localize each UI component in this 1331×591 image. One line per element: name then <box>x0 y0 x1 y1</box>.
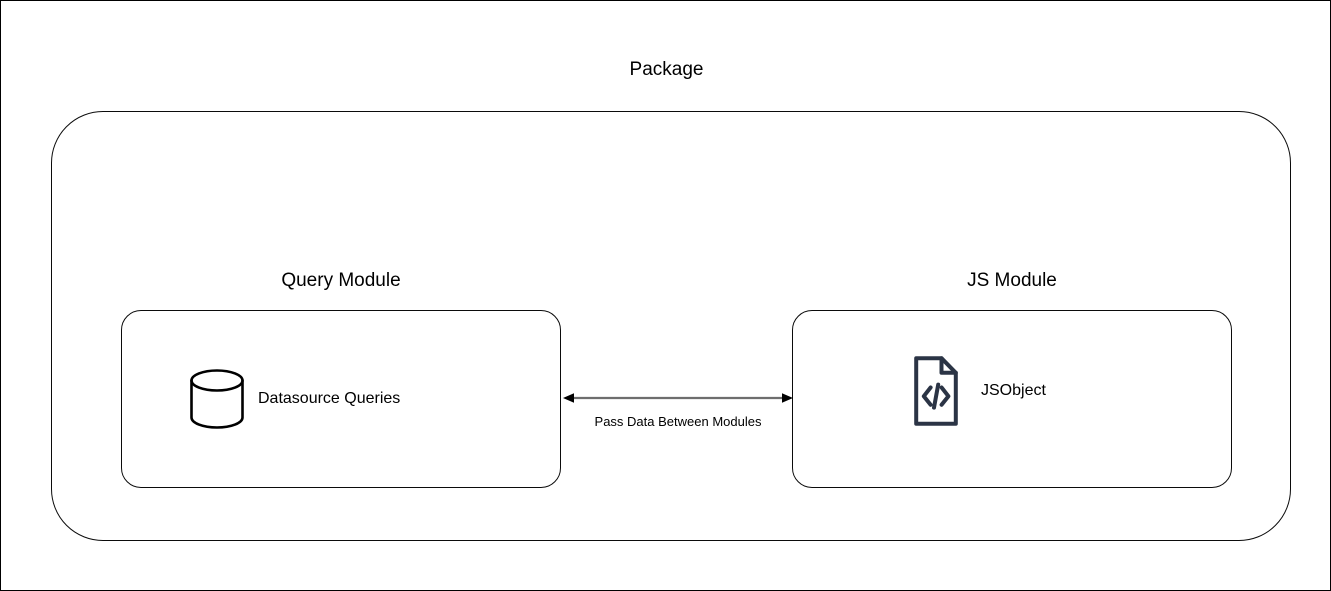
jsobject-label: JSObject <box>981 382 1046 399</box>
pass-data-connector-label: Pass Data Between Modules <box>594 414 762 429</box>
package-container <box>51 111 1291 541</box>
arrowhead-right <box>782 393 793 403</box>
database-cylinder-icon <box>189 368 245 430</box>
query-module-title: Query Module <box>281 270 401 291</box>
js-module-title: JS Module <box>967 270 1057 291</box>
js-module-box[interactable] <box>792 310 1232 488</box>
pass-data-connector <box>557 376 799 422</box>
page-title: Package <box>629 59 704 80</box>
datasource-queries-node[interactable]: Datasource Queries <box>189 363 400 435</box>
query-module-box[interactable] <box>121 310 561 488</box>
datasource-queries-label: Datasource Queries <box>258 390 401 407</box>
jsobject-node[interactable]: JSObject <box>913 355 1046 427</box>
code-file-icon <box>913 355 959 427</box>
arrowhead-left <box>563 393 574 403</box>
